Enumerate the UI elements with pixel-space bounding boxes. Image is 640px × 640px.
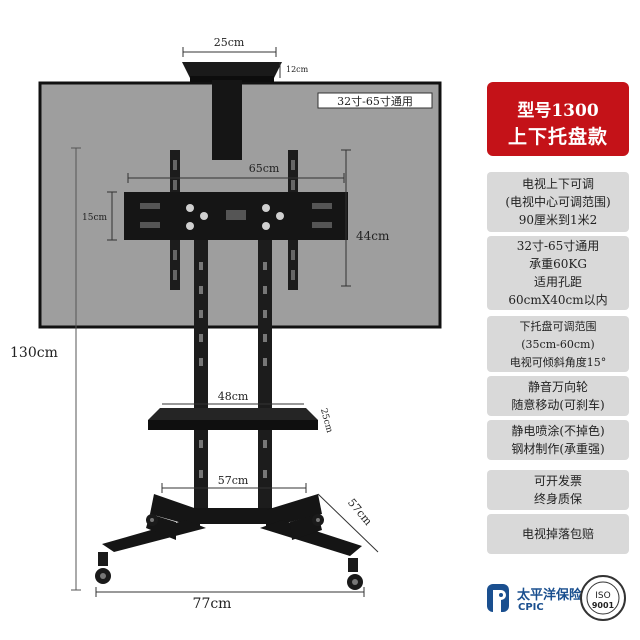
cpic-emblem-icon (487, 584, 509, 612)
caster-wheels (95, 514, 363, 590)
spec-panel: 型号1300 上下托盘款 电视上下可调 (电视中心可调范围) 90厘米到1米2 … (487, 82, 629, 558)
iso-seal-icon: ISO 9001 (580, 575, 626, 621)
feature-compatibility: 32寸-65寸通用 承重60KG 适用孔距 60cmX40cm以内 (487, 236, 629, 310)
left-pole (194, 240, 208, 510)
insurer-name: 太平洋保险 (517, 588, 583, 603)
top-shelf (182, 62, 282, 78)
feature-material: 静电喷涂(不掉色) 钢材制作(承重强) (487, 420, 629, 460)
feature-tray-adjust: 下托盘可调范围 (35cm-60cm) 电视可倾斜角度15° (487, 316, 629, 372)
svg-text:9001: 9001 (592, 601, 615, 610)
dim-screen-height: 44cm (356, 229, 390, 243)
feature-drop-guarantee: 电视掉落包赔 (487, 514, 629, 554)
screen-size-label: 32寸-65寸通用 (337, 94, 413, 108)
right-pole (258, 240, 272, 510)
cpic-logo: 太平洋保险 CPIC (485, 580, 595, 620)
feature-height-adjust: 电视上下可调 (电视中心可调范围) 90厘米到1米2 (487, 172, 629, 232)
dim-top-width: 25cm (214, 36, 245, 49)
lower-tray (148, 408, 318, 420)
dim-total-height: 130cm (10, 345, 58, 361)
dim-base-inner-width: 57cm (218, 474, 249, 487)
feature-casters: 静音万向轮 随意移动(可刹车) (487, 376, 629, 416)
central-column (212, 80, 242, 160)
dim-bracket-height: 15cm (82, 213, 107, 223)
model-number: 型号1300 (517, 101, 599, 121)
dim-base-width: 77cm (193, 596, 232, 612)
dim-tray-width: 48cm (218, 390, 249, 403)
dim-base-depth: 57cm (345, 496, 375, 528)
screen-size-label-box (317, 92, 433, 109)
model-style: 上下托盘款 (507, 126, 608, 148)
tv-stand-diagram: 32寸-65寸通用 25cm 12cm 65cm 15cm 44cm (10, 36, 442, 612)
dim-bracket-width: 65cm (249, 162, 280, 175)
svg-text:ISO: ISO (595, 591, 610, 601)
dim-top-height: 12cm (286, 65, 309, 74)
rolling-base (102, 494, 362, 556)
insurer-abbr: CPIC (518, 602, 544, 613)
dim-tray-depth: 25cm (318, 407, 334, 434)
model-box: 型号1300 上下托盘款 (487, 82, 629, 156)
feature-warranty: 可开发票 终身质保 (487, 470, 629, 510)
